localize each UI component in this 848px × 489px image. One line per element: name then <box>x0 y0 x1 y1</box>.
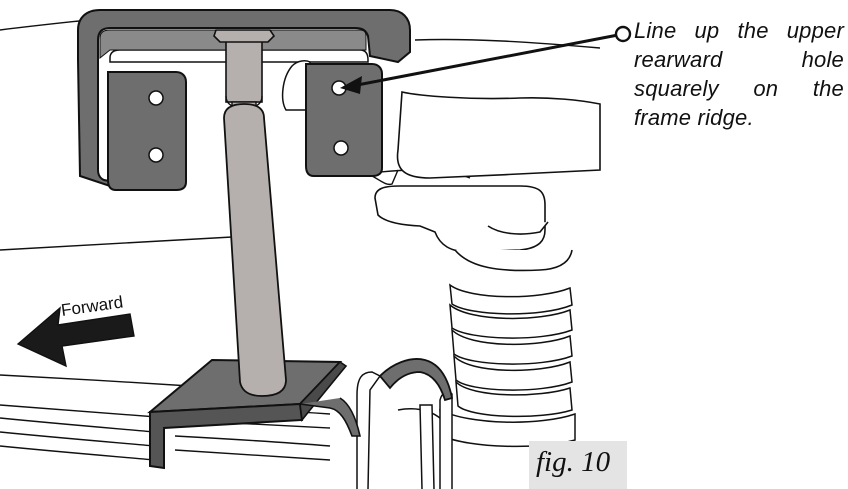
coil-spring <box>397 283 576 448</box>
vertical-post <box>213 29 287 397</box>
figure-label: fig. 10 <box>536 446 611 478</box>
callout-text: Line up the upper rearward hole squarely… <box>634 18 844 130</box>
callout-marker-icon <box>614 25 632 43</box>
left-hole-plate <box>107 71 187 191</box>
frame-ridge <box>374 91 601 272</box>
forward-arrow-icon <box>16 306 135 368</box>
figure-label-box <box>529 441 627 489</box>
callout-leader <box>340 25 632 94</box>
lower-rearward-hole <box>333 140 349 156</box>
right-hole-plate <box>305 63 399 186</box>
upper-bracket <box>77 9 411 188</box>
left-upper-hole <box>148 90 164 106</box>
u-bolt-straps <box>356 371 453 489</box>
left-lower-hole <box>148 147 164 163</box>
